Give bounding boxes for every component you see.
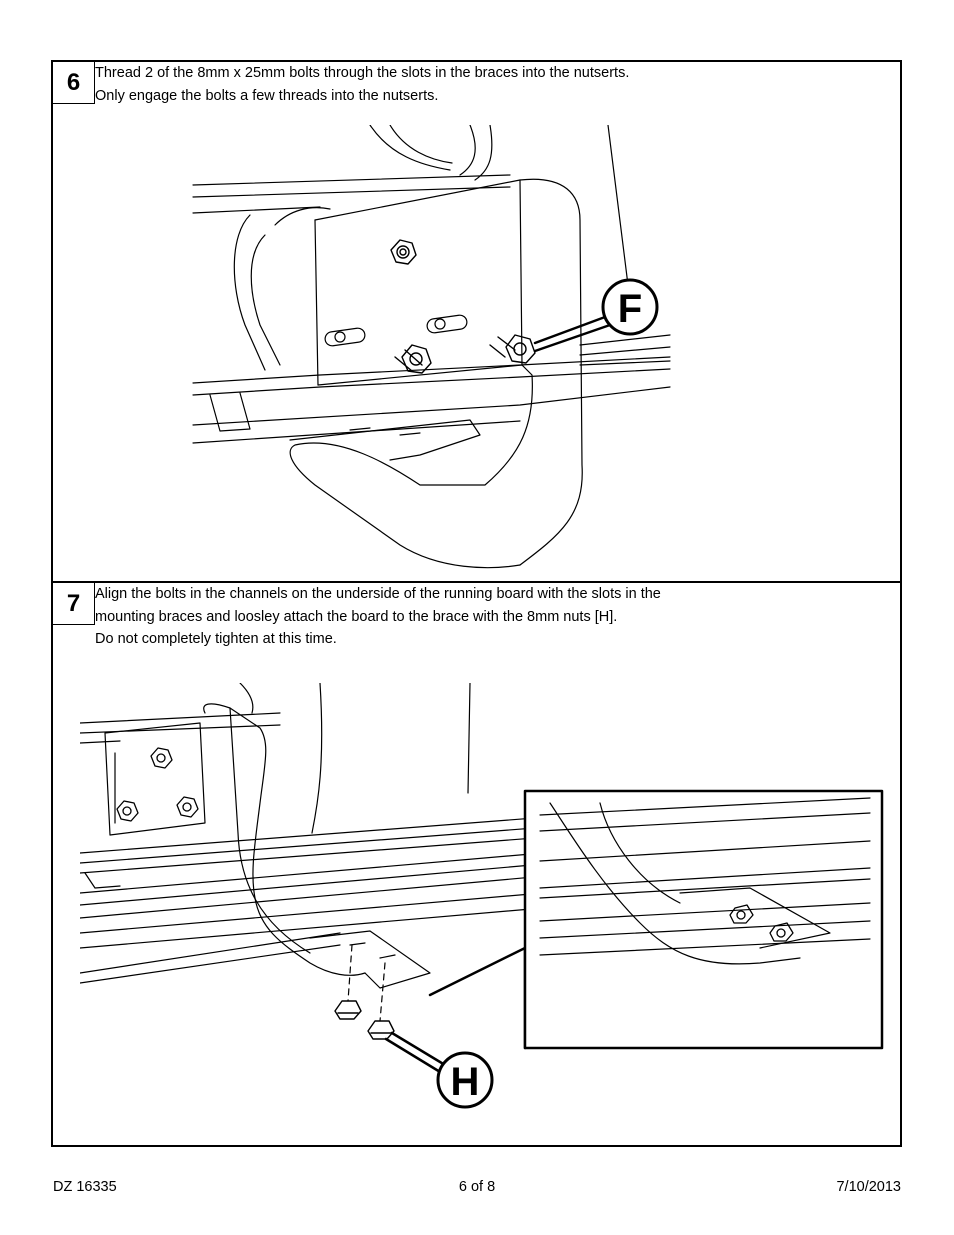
step-6-instructions: Thread 2 of the 8mm x 25mm bolts through… [95, 62, 629, 107]
step-7-line-2: mounting braces and loosley attach the b… [95, 608, 618, 625]
step-7-illustration: H [80, 683, 890, 1113]
step-6-line-1: Thread 2 of the 8mm x 25mm bolts through… [95, 65, 630, 81]
step-6-number: 6 [53, 62, 95, 104]
footer-page-number: 6 of 8 [458, 1179, 496, 1195]
bolt-top [390, 239, 417, 265]
step-divider [51, 581, 902, 583]
callout-h-label: H [451, 1060, 480, 1104]
footer-date: 7/10/2013 [836, 1179, 901, 1195]
step-7-line-3: Do not completely tighten at this time. [95, 631, 337, 647]
callout-f-label: F [618, 287, 642, 331]
step-7-line-1: Align the bolts in the channels on the u… [95, 586, 661, 602]
step-7-number: 7 [53, 583, 95, 625]
step-7-instructions: Align the bolts in the channels on the u… [95, 583, 661, 651]
footer-document-number: DZ 16335 [53, 1179, 117, 1195]
instructions-frame [51, 60, 902, 1147]
step-6-illustration: F [190, 125, 680, 575]
step-6-line-2: Only engage the bolts a few threads into… [95, 87, 439, 104]
